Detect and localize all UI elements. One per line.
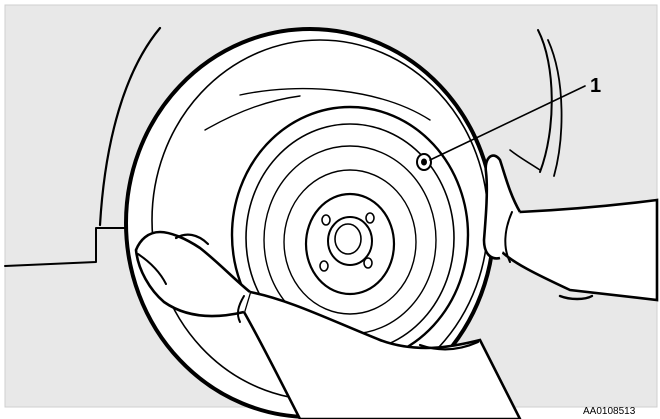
wheel-hub: [306, 194, 394, 294]
valve-stem: [417, 154, 431, 170]
image-code: AA0108513: [583, 406, 636, 417]
callout-number: 1: [590, 75, 601, 97]
